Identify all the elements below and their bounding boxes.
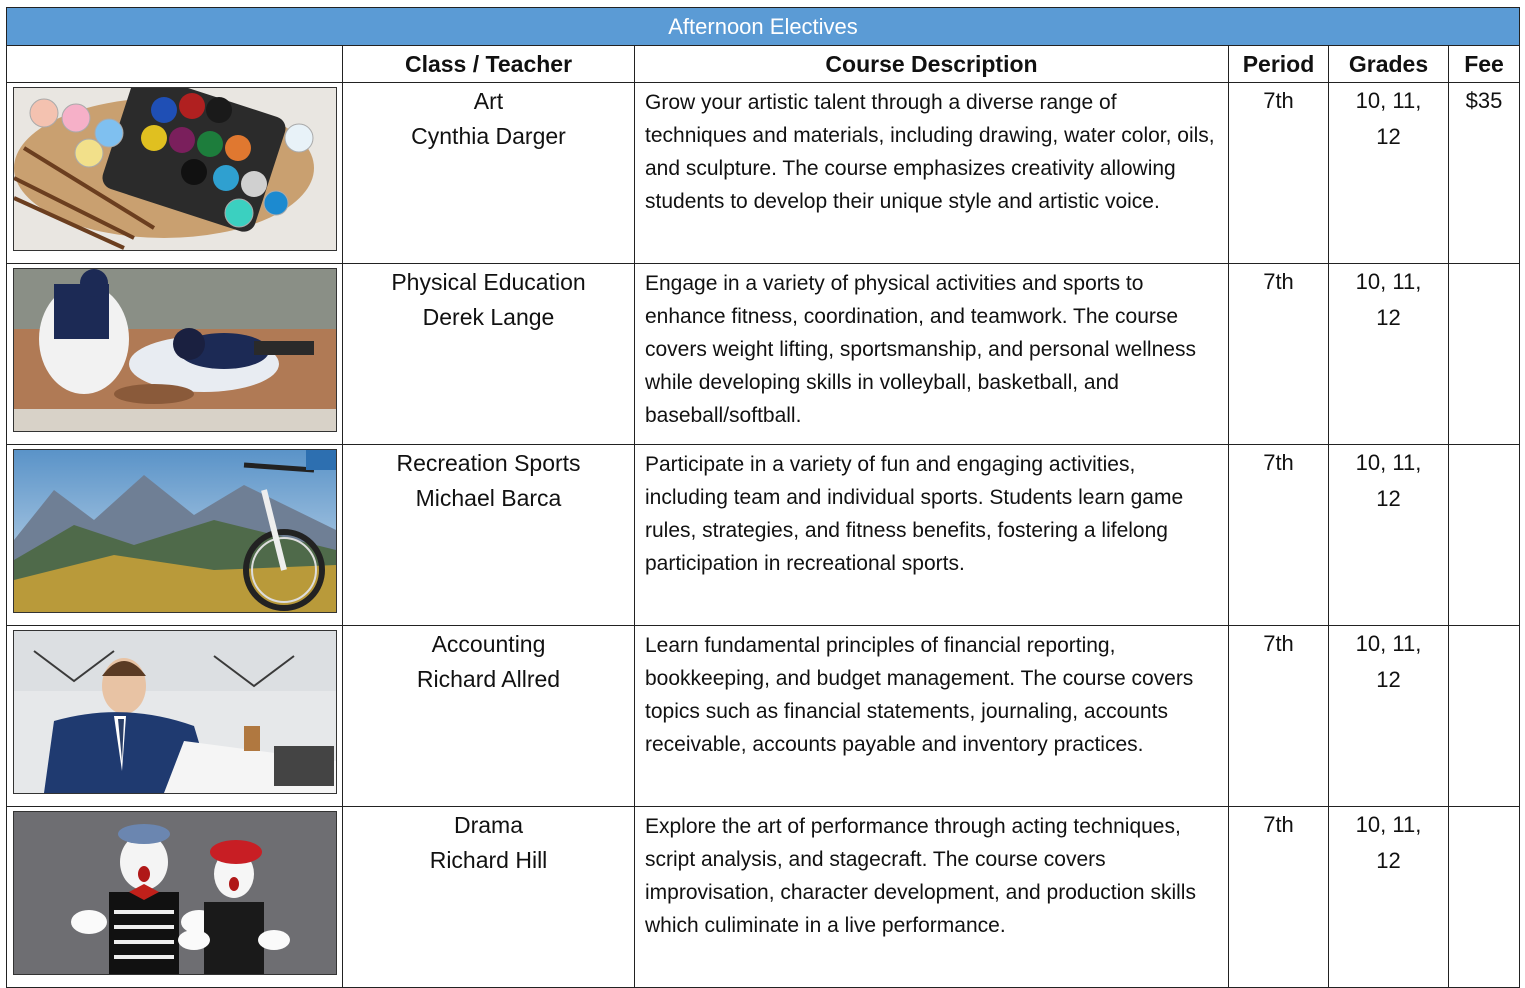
teacher-name: Richard Hill (429, 847, 548, 873)
mime-performers-photo (13, 811, 337, 975)
class-teacher-cell: Recreation Sports Michael Barca (342, 444, 635, 626)
grades-cell: 10, 11, 12 (1328, 82, 1449, 264)
class-name: Recreation Sports (396, 450, 581, 476)
course-description: Learn fundamental principles of financia… (634, 625, 1229, 807)
class-name: Physical Education (391, 269, 586, 295)
class-teacher-cell: Drama Richard Hill (342, 806, 635, 988)
image-cell (6, 263, 343, 445)
header-description: Course Description (634, 45, 1229, 83)
grades-cell: 10, 11, 12 (1328, 625, 1449, 807)
mountain-bike-photo (13, 449, 337, 613)
table-row: Recreation Sports Michael Barca Particip… (6, 444, 1521, 626)
fee-cell (1447, 263, 1521, 445)
accountant-desk-photo (13, 630, 337, 794)
table-row: Accounting Richard Allred Learn fundamen… (6, 625, 1521, 807)
header-period: Period (1228, 45, 1329, 83)
class-teacher-cell: Art Cynthia Darger (342, 82, 635, 264)
period-cell: 7th (1228, 806, 1329, 988)
image-cell (6, 806, 343, 988)
fee-cell: $35 (1447, 82, 1521, 264)
table-banner-title: Afternoon Electives (5, 7, 1521, 46)
table-row: Physical Education Derek Lange Engage in… (6, 263, 1521, 445)
course-description: Grow your artistic talent through a dive… (634, 82, 1229, 264)
class-teacher-cell: Physical Education Derek Lange (342, 263, 635, 445)
teacher-name: Cynthia Darger (411, 123, 566, 149)
art-palette-photo (13, 87, 337, 251)
image-cell (6, 444, 343, 626)
course-description: Explore the art of performance through a… (634, 806, 1229, 988)
course-description: Participate in a variety of fun and enga… (634, 444, 1229, 626)
header-row: Class / Teacher Course Description Perio… (6, 45, 1521, 83)
image-cell (6, 625, 343, 807)
image-cell (6, 82, 343, 264)
fee-cell (1447, 806, 1521, 988)
electives-table-wrapper: Afternoon Electives Class / Teacher Cour… (5, 7, 1521, 988)
header-grades: Grades (1328, 45, 1449, 83)
fee-cell (1447, 444, 1521, 626)
baseball-slide-photo (13, 268, 337, 432)
header-class-teacher: Class / Teacher (342, 45, 635, 83)
table-row: Drama Richard Hill Explore the art of pe… (6, 806, 1521, 988)
table-row: Art Cynthia Darger Grow your artistic ta… (6, 82, 1521, 264)
class-name: Drama (453, 812, 523, 838)
teacher-name: Michael Barca (415, 485, 562, 511)
grades-cell: 10, 11, 12 (1328, 444, 1449, 626)
grades-cell: 10, 11, 12 (1328, 806, 1449, 988)
electives-table: Afternoon Electives Class / Teacher Cour… (5, 7, 1521, 988)
fee-cell (1447, 625, 1521, 807)
teacher-name: Derek Lange (422, 304, 555, 330)
period-cell: 7th (1228, 444, 1329, 626)
header-image (6, 45, 343, 83)
period-cell: 7th (1228, 82, 1329, 264)
grades-cell: 10, 11, 12 (1328, 263, 1449, 445)
period-cell: 7th (1228, 625, 1329, 807)
header-fee: Fee (1447, 45, 1521, 83)
period-cell: 7th (1228, 263, 1329, 445)
class-name: Accounting (431, 631, 546, 657)
class-teacher-cell: Accounting Richard Allred (342, 625, 635, 807)
class-name: Art (473, 88, 504, 114)
course-description: Engage in a variety of physical activiti… (634, 263, 1229, 445)
teacher-name: Richard Allred (416, 666, 561, 692)
